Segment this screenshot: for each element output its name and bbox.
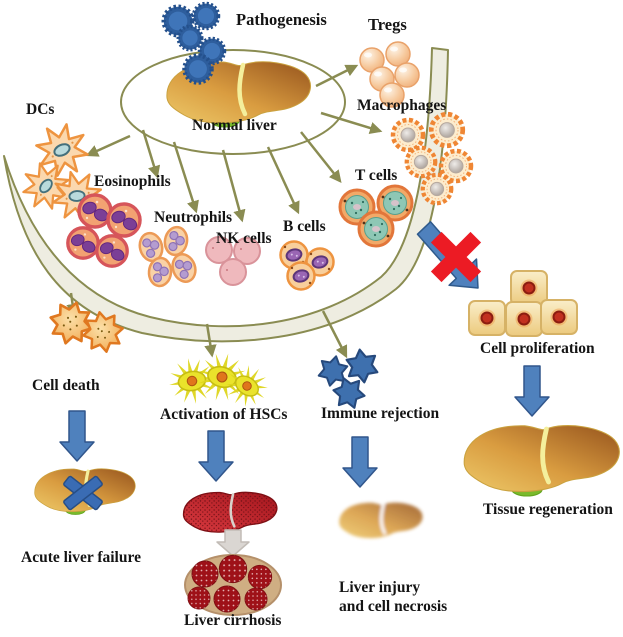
injured-liver-icon (339, 502, 423, 539)
label-liver-injury-line2: and cell necrosis (339, 598, 448, 615)
label-acute-liver-failure: Acute liver failure (21, 549, 141, 566)
red-cross-icon (430, 231, 482, 283)
label-tissue-regeneration: Tissue regeneration (483, 501, 613, 518)
label-b-cells: B cells (283, 218, 326, 235)
label-immune-rejection: Immune rejection (321, 405, 440, 422)
arrow-to-eosinophils (141, 129, 161, 179)
eosinophils-icon (66, 193, 142, 268)
label-pathogenesis: Pathogenesis (236, 10, 327, 29)
arrow-to-b-cells (266, 146, 300, 215)
blue-cross-icon (63, 475, 103, 511)
arrow-prolif-to-regen (514, 365, 550, 417)
label-eosinophils: Eosinophils (94, 173, 171, 190)
arrow-to-t-cells (300, 131, 342, 183)
label-nk-cells: NK cells (216, 230, 272, 247)
arrow-to-neutrophils (172, 141, 199, 214)
curved-band (3, 47, 449, 343)
label-activation-hscs: Activation of HSCs (160, 406, 288, 423)
regenerated-liver-icon (464, 426, 619, 496)
b-cells-icon (279, 240, 335, 291)
cell-proliferation-icon (468, 270, 578, 337)
arrows-from-liver (85, 64, 383, 223)
arrow-to-dcs (85, 134, 131, 157)
label-dcs: DCs (26, 101, 55, 118)
gray-arrow-icon (216, 529, 250, 557)
label-liver-injury-line1: Liver injury (339, 579, 421, 596)
label-t-cells: T cells (355, 167, 398, 184)
arrow-to-macrophages (320, 111, 383, 135)
label-liver-cirrhosis: Liver cirrhosis (184, 612, 282, 629)
t-cells-icon (338, 184, 414, 248)
label-cell-proliferation: Cell proliferation (480, 340, 595, 357)
arrow-rejection-to-injury (342, 436, 378, 488)
cirrhosis-histology-icon (184, 554, 282, 616)
arrow-hsc-to-cirrhosis (198, 430, 234, 482)
label-cell-death: Cell death (32, 377, 100, 394)
arrow-celldeath-to-alf (59, 410, 95, 462)
arrow-to-immune-rejection (321, 310, 348, 359)
arrow-to-nk-cells (221, 149, 246, 223)
arrow-to-hscs (204, 323, 217, 358)
label-tregs: Tregs (368, 15, 407, 34)
cirrhotic-liver-icon (182, 491, 278, 533)
label-neutrophils: Neutrophils (154, 209, 233, 226)
label-normal-liver: Normal liver (192, 117, 277, 134)
arrow-to-tregs (315, 64, 359, 88)
neutrophils-icon (135, 224, 201, 289)
label-macrophages: Macrophages (357, 97, 447, 114)
label-liver-injury: Liver injury and cell necrosis (339, 578, 447, 616)
